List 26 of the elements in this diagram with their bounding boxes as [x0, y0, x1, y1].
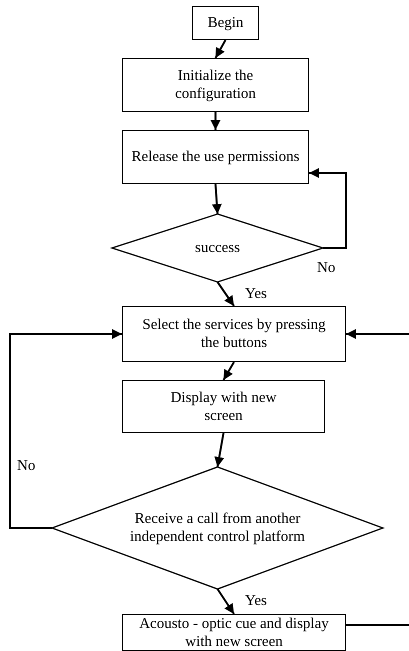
arrow — [222, 362, 235, 380]
node-text: Initialize the configuration — [174, 67, 257, 103]
node-text: success — [195, 239, 240, 257]
node-text: Acousto - optic cue and display with new screen — [138, 614, 330, 650]
process-box — [122, 614, 346, 651]
node-text: Display with new screen — [170, 388, 278, 424]
arrow — [212, 184, 222, 214]
process-box — [192, 6, 259, 40]
node-text: Begin — [208, 14, 244, 32]
process-box — [122, 130, 309, 184]
process-box — [122, 380, 325, 433]
arrow — [346, 329, 409, 339]
node-text: Select the services by pressing the buttons — [141, 316, 327, 352]
process-box — [122, 58, 309, 112]
connector-line — [346, 624, 409, 626]
node-text: Receive a call from another independent control platform — [129, 510, 306, 546]
arrow — [9, 329, 122, 529]
arrow — [214, 432, 224, 468]
node-text: Release the use permissions — [132, 148, 300, 166]
arrow — [309, 168, 347, 249]
arrow — [210, 112, 220, 130]
process-box — [122, 306, 346, 362]
arrow — [214, 40, 226, 58]
arrow — [216, 588, 235, 615]
decision-diamond — [52, 467, 383, 589]
arrow — [216, 281, 235, 307]
